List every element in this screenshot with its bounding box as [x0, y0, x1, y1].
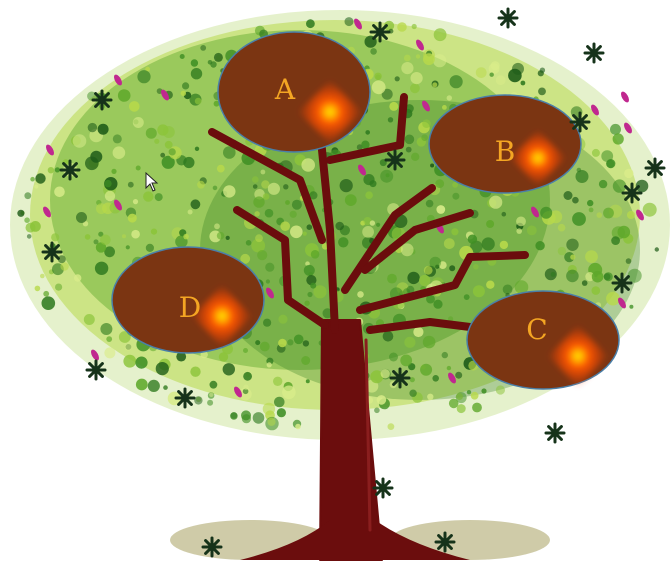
flower-bud	[91, 349, 99, 361]
flower-bud	[422, 100, 430, 112]
flower-bud	[358, 164, 366, 176]
flower-bud	[618, 297, 626, 309]
node-a-label: A	[274, 73, 296, 106]
snowflake-icon	[544, 422, 566, 444]
branch-top-right	[326, 93, 408, 164]
flower-bud	[591, 104, 599, 116]
flower-bud	[624, 122, 632, 134]
snowflake-icon	[372, 477, 394, 499]
snowflake-icon	[85, 359, 107, 381]
branch-right	[356, 251, 529, 314]
branch-d	[233, 206, 329, 329]
snowflake-icon	[41, 241, 63, 263]
flower-bud	[266, 287, 274, 299]
snowflake-ornaments	[41, 7, 666, 558]
flower-bud	[416, 39, 424, 51]
tree-trunk	[208, 93, 529, 561]
node-c-label: C	[526, 313, 547, 346]
mouse-pointer-icon	[145, 171, 159, 192]
snowflake-icon	[201, 536, 223, 558]
snowflake-icon	[59, 159, 81, 181]
flower-bud	[354, 18, 362, 30]
flower-bud	[621, 91, 629, 103]
flower-bud	[234, 386, 242, 398]
flower-bud	[448, 372, 456, 384]
node-d-label: D	[179, 291, 201, 324]
flower-bud	[161, 89, 169, 101]
flower-bud	[114, 74, 122, 86]
node-c[interactable]: C	[466, 290, 620, 390]
node-b-label: B	[495, 135, 516, 168]
snowflake-icon	[497, 7, 519, 29]
node-b[interactable]: B	[428, 94, 582, 194]
snowflake-icon	[644, 157, 666, 179]
snowflake-icon	[434, 531, 456, 553]
branch-a-side	[208, 128, 326, 244]
snowflake-icon	[583, 42, 605, 64]
branch-b	[341, 184, 436, 294]
flower-bud	[46, 144, 54, 156]
flower-bud	[531, 206, 539, 218]
flower-bud	[636, 209, 644, 221]
snowflake-icon	[611, 272, 633, 294]
snowflake-icon	[389, 367, 411, 389]
branch-c	[366, 318, 474, 334]
snowflake-icon	[91, 89, 113, 111]
snowflake-icon	[384, 149, 406, 171]
flower-bud	[43, 206, 51, 218]
snowflake-icon	[369, 21, 391, 43]
snowflake-icon	[174, 387, 196, 409]
node-a[interactable]: A	[217, 31, 371, 153]
branch-a	[314, 106, 339, 334]
flower-bud	[114, 199, 122, 211]
snowflake-icon	[569, 111, 591, 133]
node-d[interactable]: D	[111, 246, 265, 354]
snowflake-icon	[621, 182, 643, 204]
branch-mid-right	[361, 209, 474, 274]
